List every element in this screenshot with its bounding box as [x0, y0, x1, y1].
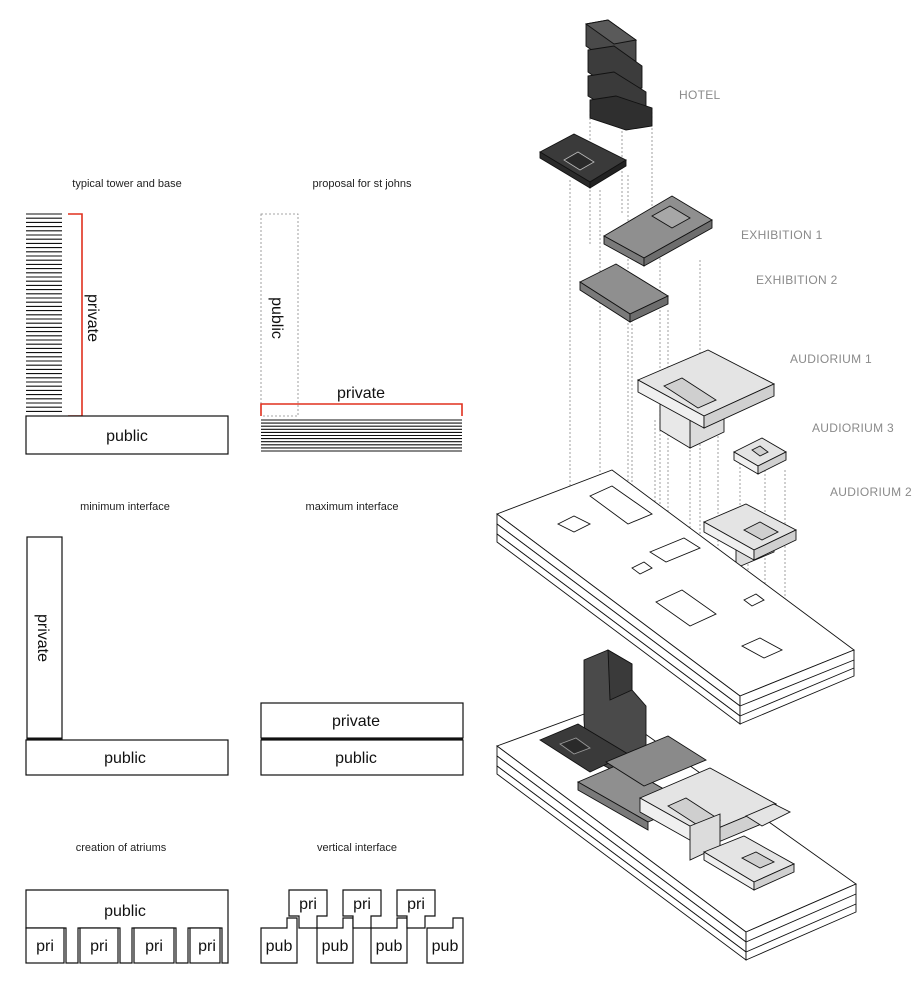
label-audiorium-1: AUDIORIUM 1 — [790, 352, 872, 366]
label-pub: pub — [266, 938, 293, 955]
label-audiorium-2: AUDIORIUM 2 — [830, 485, 912, 499]
label-pri: pri — [407, 896, 425, 913]
private-cell-4 — [189, 927, 221, 964]
private-cell-1 — [25, 927, 65, 964]
vertical-interface-diagram: vertical interface pub pub pub pub pri pri pri — [260, 842, 464, 964]
pub-unit: pub — [426, 917, 464, 964]
caption-minimum: minimum interface — [80, 501, 170, 513]
caption-maximum: maximum interface — [306, 501, 399, 513]
minimum-interface-diagram: minimum interface private public — [25, 501, 229, 776]
tower-and-base-diagram: typical tower and base private public — [25, 178, 229, 455]
proposal-diagram: proposal for st johns public private — [260, 178, 463, 452]
label-pri: pri — [299, 896, 317, 913]
public-atrium-mass — [25, 889, 229, 964]
atriums-diagram: creation of atriums public pri pri pri p… — [25, 842, 229, 964]
label-audiorium-3: AUDIORIUM 3 — [812, 421, 894, 435]
public-slab — [260, 739, 464, 776]
exploded-axonometric: HOTEL EXHIBITION 1 EXHIBITION 2 AUDIORIU… — [496, 19, 912, 961]
label-pri: pri — [90, 938, 108, 955]
pub-box — [426, 917, 464, 964]
hotel-volume — [539, 19, 653, 189]
tower-floor-lines — [26, 213, 62, 412]
vertical-interface-units: pub pub pub pub pri pri pri — [260, 889, 464, 964]
label-private: private — [84, 294, 101, 342]
pri-box — [288, 889, 328, 929]
audiorium-3-volume — [733, 437, 787, 475]
public-tower-outline — [260, 213, 299, 417]
audiorium-2-volume — [702, 503, 798, 569]
pri-unit: pri — [342, 889, 382, 929]
label-public: public — [335, 750, 377, 767]
private-cell-3 — [133, 927, 175, 964]
label-pub: pub — [376, 938, 403, 955]
label-pri: pri — [36, 938, 54, 955]
label-public: public — [104, 750, 146, 767]
podium-exploded — [496, 469, 855, 725]
pub-unit: pub — [260, 917, 298, 964]
base-floor-lines — [261, 419, 462, 452]
pub-unit: pub — [316, 917, 354, 964]
assembled-model — [496, 649, 857, 961]
label-private: private — [34, 614, 51, 662]
label-pub: pub — [432, 938, 459, 955]
private-slab — [260, 702, 464, 739]
private-tower — [26, 536, 63, 740]
label-pub: pub — [322, 938, 349, 955]
pri-unit: pri — [288, 889, 328, 929]
caption-atriums: creation of atriums — [76, 842, 167, 854]
private-bracket — [68, 213, 83, 417]
label-hotel: HOTEL — [679, 88, 721, 102]
pub-unit: pub — [370, 917, 408, 964]
label-exhibition-2: EXHIBITION 2 — [756, 273, 838, 287]
pri-box — [342, 889, 382, 929]
label-public: public — [268, 297, 285, 339]
exhibition-2-volume — [579, 263, 669, 323]
label-pri: pri — [353, 896, 371, 913]
public-base — [25, 415, 229, 455]
label-private: private — [332, 713, 380, 730]
audiorium-1-volume — [636, 349, 776, 449]
caption-vertical: vertical interface — [317, 842, 397, 854]
pri-box — [396, 889, 436, 929]
label-private: private — [337, 385, 385, 402]
pub-box — [260, 917, 298, 964]
caption-proposal: proposal for st johns — [312, 178, 412, 190]
label-public: public — [104, 903, 146, 920]
caption-tower-base: typical tower and base — [72, 178, 181, 190]
label-pri: pri — [198, 938, 216, 955]
private-bracket — [260, 403, 463, 416]
exhibition-1-volume — [603, 195, 713, 267]
pri-unit: pri — [396, 889, 436, 929]
label-pri: pri — [145, 938, 163, 955]
label-exhibition-1: EXHIBITION 1 — [741, 228, 823, 242]
public-base — [25, 739, 229, 776]
private-cell-2 — [79, 927, 119, 964]
maximum-interface-diagram: maximum interface private public — [260, 501, 464, 776]
label-public: public — [106, 428, 148, 445]
